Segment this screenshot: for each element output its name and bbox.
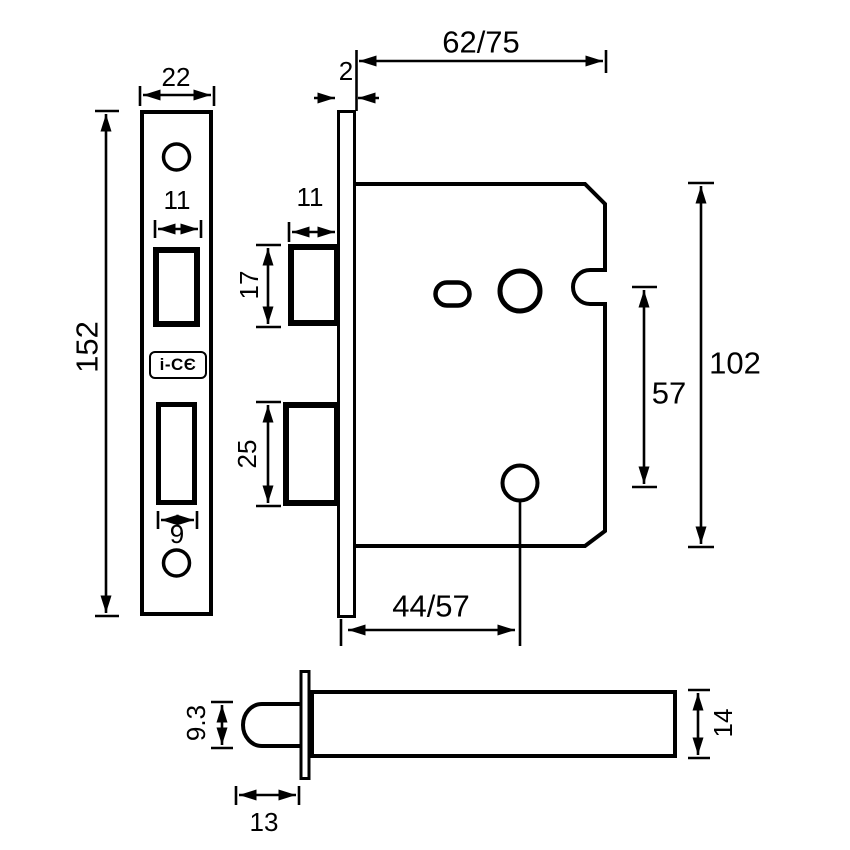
latch-bolt-top <box>241 702 302 748</box>
dim-faceplate-width-label: 22 <box>161 62 191 92</box>
case-top-outline <box>310 690 677 758</box>
dim-hole-spacing-label: 57 <box>651 375 687 411</box>
deadbolt-side <box>283 402 340 506</box>
deadbolt-cutout <box>156 402 197 505</box>
screw-hole-top <box>161 142 192 172</box>
dim-latch-width-label: 11 <box>296 182 324 212</box>
spindle-hole <box>497 268 543 314</box>
dim-bolt-length-label: 13 <box>249 807 279 837</box>
latch-bolt-side <box>288 244 340 326</box>
dim-case-thickness-label: 14 <box>708 708 738 738</box>
dim-latch-cutout-width-label: 11 <box>163 185 191 215</box>
forend-plate-top <box>299 670 311 780</box>
dim-deadbolt-height-label: 25 <box>232 439 262 469</box>
dim-backset-label: 44/57 <box>392 588 470 624</box>
dim-plate-thickness-label: 2 <box>338 56 354 86</box>
dim-bolt-height-label: 9.3 <box>181 704 211 742</box>
follower-hole <box>500 463 540 503</box>
dim-case-height-label: 102 <box>709 345 761 381</box>
dimension-lines <box>95 50 714 805</box>
forend-plate-edge <box>337 110 356 618</box>
dim-faceplate-height-label: 152 <box>69 321 105 373</box>
lock-case-outline <box>352 182 607 548</box>
screw-hole-bottom <box>161 548 192 578</box>
lock-body-side-view <box>283 110 607 618</box>
brand-logo: i-CЄ <box>149 351 207 379</box>
faceplate-outline <box>140 110 213 616</box>
latch-cutout <box>153 247 200 327</box>
dim-deadbolt-cutout-width-label: 9 <box>169 519 185 549</box>
latch-top-view <box>241 670 677 780</box>
fixing-slot <box>433 280 472 308</box>
dim-case-depth-label: 62/75 <box>442 24 520 60</box>
dim-latch-height-label: 17 <box>234 270 264 300</box>
faceplate-front-view <box>140 110 213 616</box>
